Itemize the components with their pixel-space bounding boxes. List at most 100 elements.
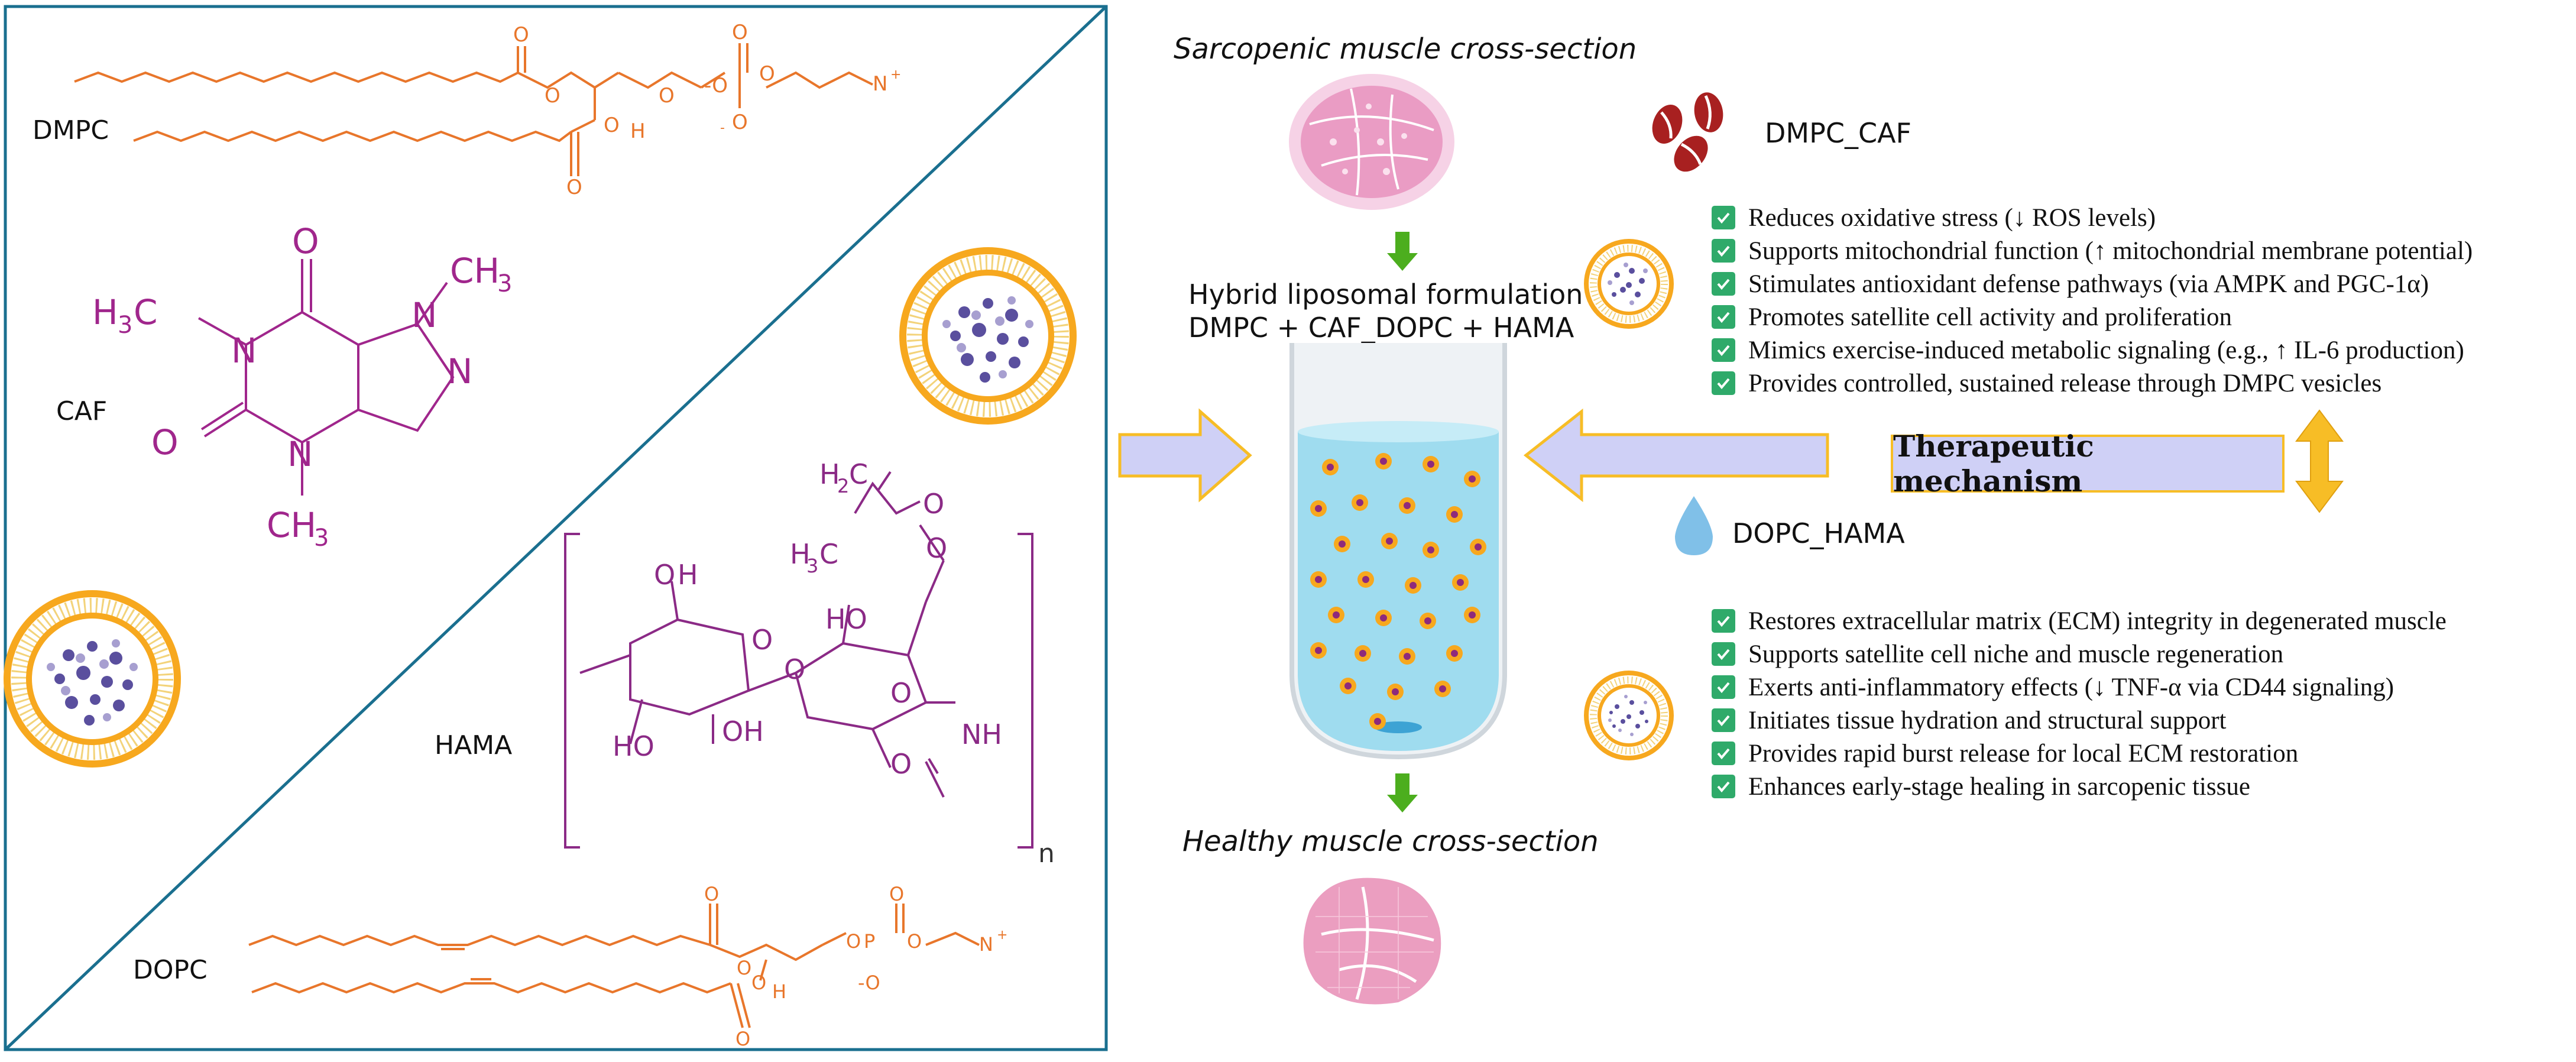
svg-text:O: O <box>784 653 805 685</box>
svg-text:N: N <box>447 351 472 391</box>
check-icon <box>1712 642 1735 666</box>
caf-benefit-item: Supports mitochondrial function (↑ mitoc… <box>1712 234 2473 267</box>
svg-text:HO: HO <box>825 603 867 635</box>
svg-text:3: 3 <box>118 312 132 339</box>
caf-agent-label: DMPC_CAF <box>1765 117 1912 149</box>
svg-text:H: H <box>678 559 698 591</box>
svg-text:+: + <box>997 928 1007 943</box>
svg-text:O: O <box>890 748 912 780</box>
svg-text:N: N <box>287 434 313 474</box>
caf-benefits-list: Reduces oxidative stress (↓ ROS levels) … <box>1712 201 2473 400</box>
check-icon <box>1712 775 1735 798</box>
check-icon <box>1712 742 1735 765</box>
hama-benefit-text: Provides rapid burst release for local E… <box>1748 739 2299 768</box>
svg-text:O: O <box>735 1028 750 1050</box>
svg-text:O: O <box>923 488 944 520</box>
svg-text:H: H <box>92 292 118 332</box>
bottom-muscle-caption: Healthy muscle cross-section <box>1182 825 1599 858</box>
caf-benefit-text: Reduces oxidative stress (↓ ROS levels) <box>1748 203 2156 232</box>
check-icon <box>1712 371 1735 395</box>
caf-benefit-item: Mimics exercise-induced metabolic signal… <box>1712 334 2473 367</box>
dopc-structure <box>248 904 980 1028</box>
svg-text:C: C <box>819 538 838 570</box>
liposome-small-caf <box>1584 239 1674 329</box>
caf-benefit-item: Promotes satellite cell activity and pro… <box>1712 300 2473 334</box>
caf-benefit-text: Supports mitochondrial function (↑ mitoc… <box>1748 237 2473 265</box>
hama-structure <box>564 471 1033 849</box>
formulation-line-2: DMPC + CAF_DOPC + HAMA <box>1188 312 1574 344</box>
coffee-beans-icon <box>1652 92 1723 172</box>
hama-agent-label: DOPC_HAMA <box>1732 517 1905 549</box>
test-tube <box>1289 343 1507 760</box>
hama-repeat-subscript: n <box>1038 838 1055 869</box>
caf-benefit-text: Promotes satellite cell activity and pro… <box>1748 303 2232 331</box>
hama-benefit-text: Supports satellite cell niche and muscle… <box>1748 640 2284 668</box>
svg-text:H: H <box>819 458 840 490</box>
svg-text:O: O <box>926 532 947 564</box>
liposome-large-left <box>4 590 181 768</box>
svg-text:O: O <box>604 114 620 137</box>
check-icon <box>1712 338 1735 362</box>
formulation-title: Hybrid liposomal formulation DMPC + CAF_… <box>1188 278 1583 344</box>
check-icon <box>1712 609 1735 633</box>
svg-text:-: - <box>720 121 725 135</box>
therapeutic-mechanism-box: Therapeutic mechanism <box>1891 429 2285 498</box>
svg-text:O: O <box>292 221 319 261</box>
svg-text:O: O <box>732 111 748 134</box>
svg-text:NH: NH <box>961 718 1002 750</box>
top-muscle-caption: Sarcopenic muscle cross-section <box>1174 33 1637 66</box>
check-icon <box>1712 305 1735 329</box>
svg-text:O: O <box>890 677 912 709</box>
svg-text:3: 3 <box>806 555 818 577</box>
svg-text:N: N <box>411 295 437 335</box>
hama-benefit-item: Initiates tissue hydration and structura… <box>1712 704 2447 737</box>
svg-text:H: H <box>790 538 811 570</box>
hama-benefit-item: Enhances early-stage healing in sarcopen… <box>1712 770 2447 803</box>
check-icon <box>1712 206 1735 229</box>
svg-text:O: O <box>513 23 529 47</box>
svg-text:O: O <box>751 972 766 994</box>
caf-benefit-text: Stimulates antioxidant defense pathways … <box>1748 270 2429 298</box>
liposome-large-top <box>899 247 1077 425</box>
sarcopenic-muscle-image <box>1289 74 1454 210</box>
left-input-arrow <box>1118 408 1252 503</box>
svg-text:O: O <box>737 957 751 979</box>
svg-text:P: P <box>864 930 875 953</box>
dopc-label: DOPC <box>133 955 208 985</box>
svg-text:2: 2 <box>837 475 849 497</box>
hama-benefit-item: Exerts anti-inflammatory effects (↓ TNF-… <box>1712 671 2447 704</box>
svg-text:3: 3 <box>497 270 512 297</box>
svg-text:O: O <box>907 930 922 953</box>
svg-text:C: C <box>134 292 158 332</box>
svg-text:O: O <box>846 930 861 953</box>
caf-benefit-item: Stimulates antioxidant defense pathways … <box>1712 267 2473 300</box>
right-input-arrow <box>1523 408 1829 503</box>
svg-text:C: C <box>849 458 868 490</box>
dmpc-structure <box>74 43 873 176</box>
check-icon <box>1712 239 1735 263</box>
caf-benefit-text: Provides controlled, sustained release t… <box>1748 369 2382 397</box>
tube-particles <box>1310 453 1486 730</box>
healthy-muscle-image <box>1303 878 1441 1005</box>
svg-text:O: O <box>732 21 748 44</box>
down-arrow-bottom <box>1387 773 1418 812</box>
caf-benefit-text: Mimics exercise-induced metabolic signal… <box>1748 336 2464 364</box>
hama-benefit-text: Exerts anti-inflammatory effects (↓ TNF-… <box>1748 673 2394 701</box>
svg-text:O: O <box>566 176 582 199</box>
svg-text:O: O <box>704 883 719 905</box>
svg-text:N: N <box>873 72 887 96</box>
svg-text:3: 3 <box>314 524 329 552</box>
svg-text:N: N <box>231 331 257 371</box>
water-drop-icon <box>1675 496 1713 555</box>
hama-benefit-item: Supports satellite cell niche and muscle… <box>1712 637 2447 671</box>
svg-text:O: O <box>751 624 773 656</box>
caf-benefit-item: Provides controlled, sustained release t… <box>1712 367 2473 400</box>
svg-text:O: O <box>759 62 775 86</box>
hama-label: HAMA <box>435 730 513 760</box>
hama-benefit-text: Restores extracellular matrix (ECM) inte… <box>1748 607 2447 635</box>
svg-text:O: O <box>654 559 675 591</box>
svg-text:H: H <box>630 119 646 143</box>
formulation-line-1: Hybrid liposomal formulation <box>1188 279 1583 310</box>
svg-text:HO: HO <box>613 730 654 762</box>
